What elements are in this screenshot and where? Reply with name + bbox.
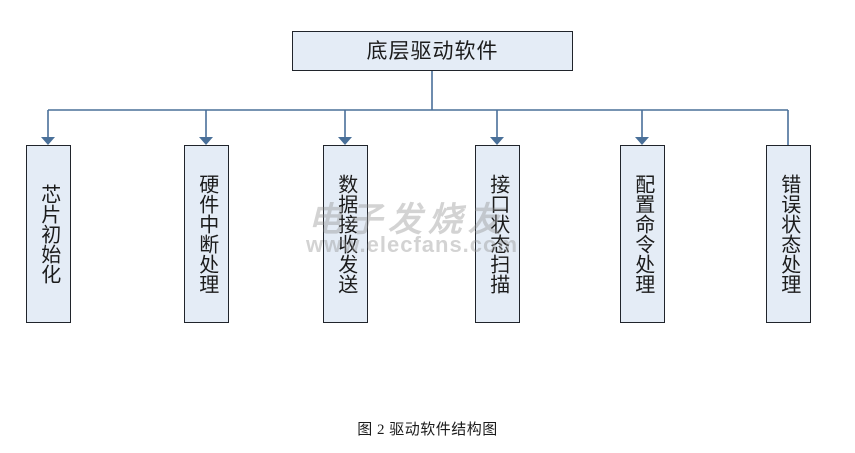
root-node[interactable]: 底层驱动软件 [292,31,573,71]
root-node-label: 底层驱动软件 [366,38,499,63]
node-hw-interrupt-label: 硬件中断处理 [195,174,218,294]
node-chip-init[interactable]: 芯片初始化 [26,145,71,323]
node-error-status-label: 错误状态处理 [777,174,800,294]
arrowhead-1 [41,137,55,145]
node-interface-scan[interactable]: 接口状态扫描 [475,145,520,323]
node-chip-init-label: 芯片初始化 [37,184,60,284]
node-hw-interrupt[interactable]: 硬件中断处理 [184,145,229,323]
watermark: 电子发烧友 www.elecfans.com [248,192,628,262]
node-config-command-label: 配置命令处理 [631,174,654,294]
arrowhead-5 [635,137,649,145]
figure-caption: 图 2 驱动软件结构图 [357,422,498,438]
node-error-status[interactable]: 错误状态处理 [766,145,811,323]
node-interface-scan-label: 接口状态扫描 [486,174,509,294]
arrowhead-2 [199,137,213,145]
arrowhead-4 [490,137,504,145]
arrowhead-3 [338,137,352,145]
node-data-txrx[interactable]: 数据接收发送 [323,145,368,323]
node-config-command[interactable]: 配置命令处理 [620,145,665,323]
node-data-txrx-label: 数据接收发送 [334,174,357,294]
